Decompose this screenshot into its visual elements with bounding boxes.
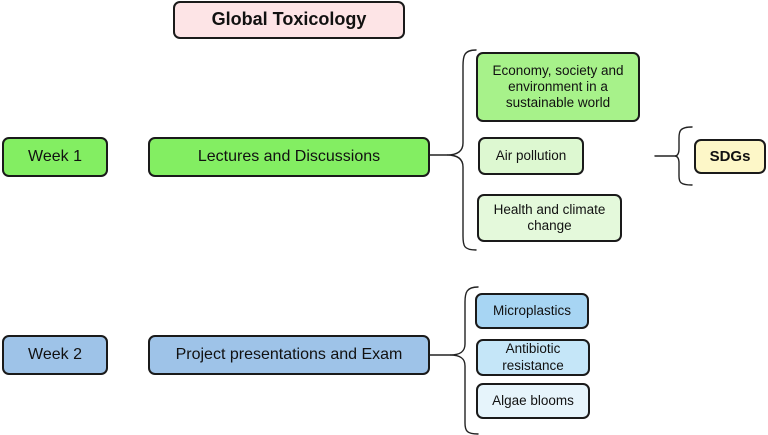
week2-label: Week 2: [2, 335, 108, 375]
week2-topic-antibiotic-resistance: Antibiotic resistance: [476, 339, 590, 376]
week2-topic-microplastics: Microplastics: [475, 293, 589, 329]
week1-topic-health-climate: Health and climate change: [477, 194, 622, 242]
week1-activity: Lectures and Discussions: [148, 137, 430, 177]
week2-topic-algae-blooms: Algae blooms: [476, 383, 590, 419]
week1-label: Week 1: [2, 137, 108, 177]
week1-topic-economy: Economy, society and environment in a su…: [476, 52, 640, 122]
week1-topic-air-pollution: Air pollution: [478, 137, 584, 175]
week2-activity: Project presentations and Exam: [148, 335, 430, 375]
sdgs-box: SDGs: [694, 139, 766, 174]
diagram-title: Global Toxicology: [173, 1, 405, 39]
